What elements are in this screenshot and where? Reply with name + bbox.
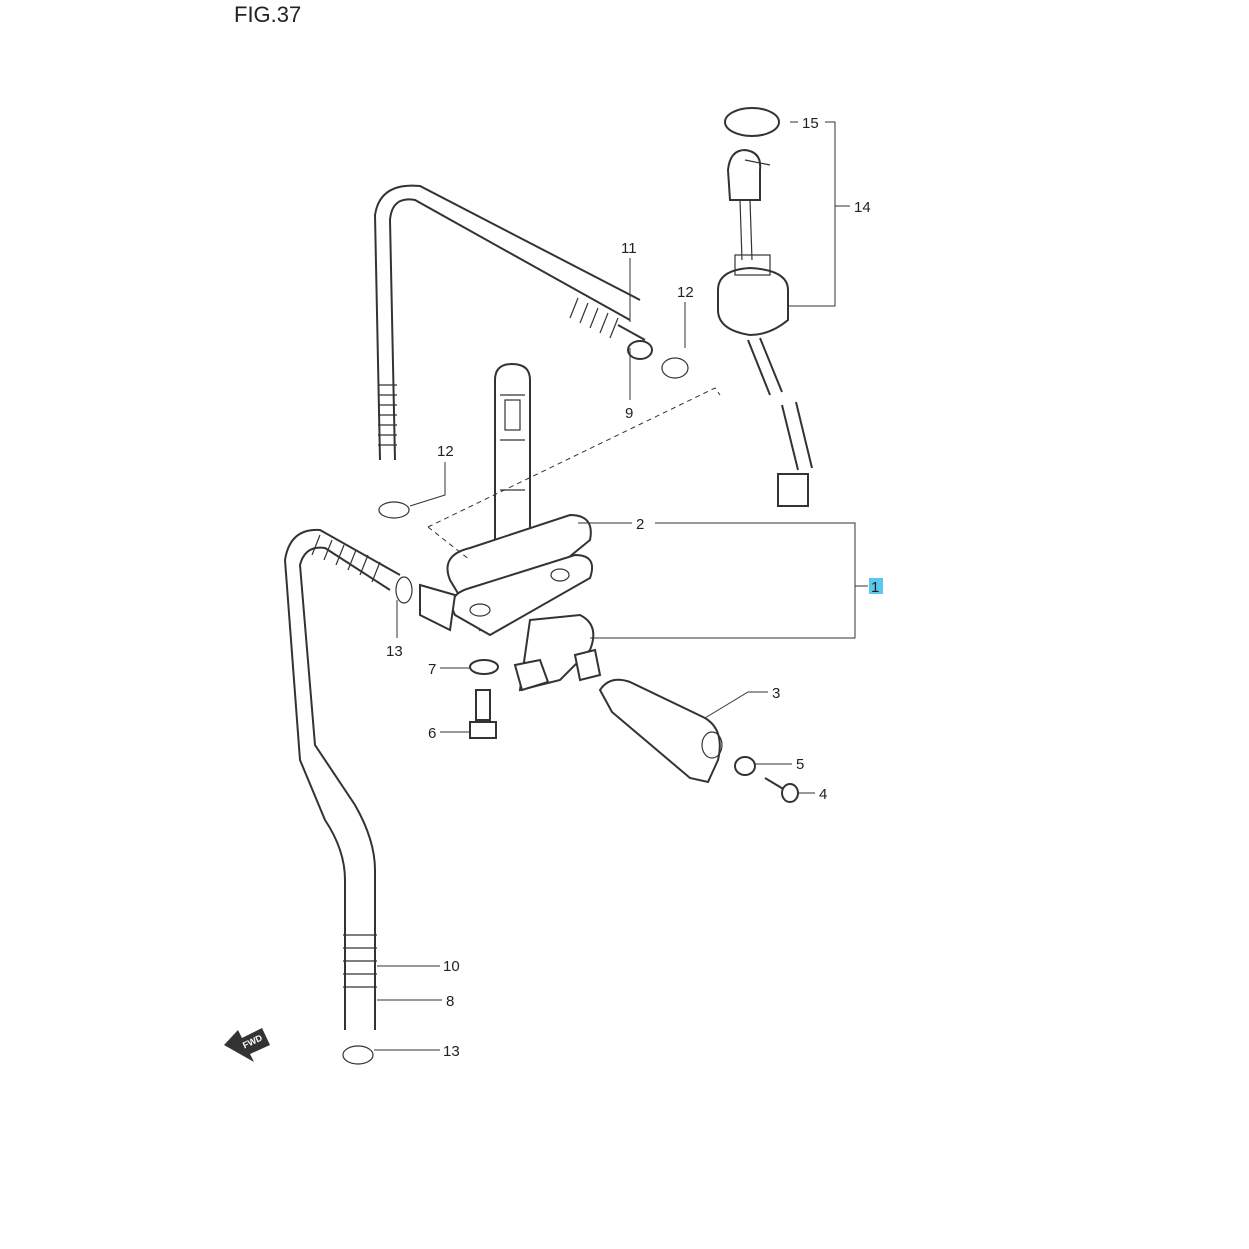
callout-2[interactable]: 2	[636, 516, 644, 533]
washer-5[interactable]	[734, 756, 756, 776]
callout-12b[interactable]: 12	[437, 443, 454, 460]
callout-10[interactable]: 10	[443, 958, 460, 975]
fwd-arrow-icon	[224, 1028, 270, 1062]
figure-title: FIG.37	[234, 2, 302, 27]
callout-4[interactable]: 4	[819, 786, 827, 803]
callout-12a[interactable]: 12	[677, 284, 694, 301]
callout-11[interactable]: 11	[621, 240, 637, 257]
callout-7[interactable]: 7	[428, 661, 436, 678]
callout-13a[interactable]: 13	[386, 643, 403, 660]
callout-15[interactable]: 15	[802, 115, 819, 132]
bolt-6[interactable]	[469, 689, 497, 739]
clip-12a[interactable]	[661, 357, 689, 379]
callout-5[interactable]: 5	[796, 756, 804, 773]
callout-13b[interactable]: 13	[443, 1043, 460, 1060]
washer-7[interactable]	[469, 659, 499, 675]
fuel-cock-filter[interactable]	[494, 362, 531, 561]
callout-3[interactable]: 3	[772, 685, 780, 702]
clip-13a[interactable]	[395, 576, 413, 604]
fuel-level-sender[interactable]	[717, 148, 813, 507]
fuel-cock-body[interactable]	[419, 513, 602, 692]
clip-13b[interactable]	[342, 1045, 374, 1065]
fuel-cock-lever[interactable]	[598, 678, 723, 784]
callout-1[interactable]: 1	[871, 579, 879, 596]
callout-8[interactable]: 8	[446, 993, 454, 1010]
callout-9[interactable]: 9	[625, 405, 633, 422]
lower-fuel-hose[interactable]	[283, 528, 401, 1030]
callout-14[interactable]: 14	[854, 199, 871, 216]
upper-fuel-hose[interactable]	[373, 184, 653, 461]
callout-6[interactable]: 6	[428, 725, 436, 742]
clip-12b[interactable]	[378, 501, 410, 519]
callout-1-highlight	[869, 578, 883, 594]
screw-4[interactable]	[764, 777, 799, 803]
o-ring-15[interactable]	[724, 107, 780, 137]
